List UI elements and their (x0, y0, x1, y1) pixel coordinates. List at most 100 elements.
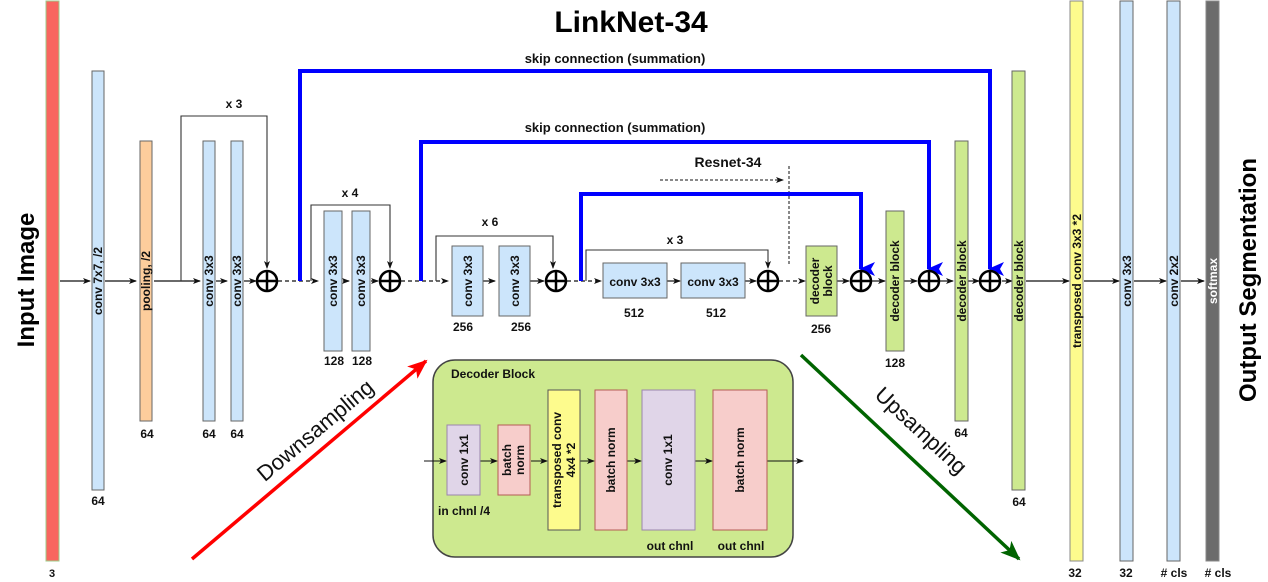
sum-node (544, 269, 568, 293)
stage4-repeat: x 3 (667, 233, 684, 247)
decoder-block-title: Decoder Block (451, 367, 535, 381)
decoder-block-4-label: decoder block (1012, 240, 1026, 322)
stage4-conv1-layer (602, 262, 668, 299)
downsampling-arrow (190, 359, 428, 561)
stage3-conv1-channels: 256 (453, 320, 473, 334)
stage1-conv1-label: conv 3x3 (202, 255, 216, 307)
detail-transposed-conv-line2: 4x4 *2 (564, 442, 578, 477)
softmax-label: softmax (1206, 258, 1220, 304)
detail-conv1x1-out-label: conv 1x1 (661, 434, 675, 486)
decoder-block-3-channels: 64 (954, 426, 968, 440)
stage2-conv2-label: conv 3x3 (354, 255, 368, 307)
residual-brackets (180, 115, 771, 281)
pooling-layer (139, 140, 153, 422)
stage4-conv2-layer (680, 262, 746, 299)
decoder-block-1 (805, 245, 838, 317)
detail-batchnorm-2 (594, 389, 628, 531)
input-image-layer (45, 0, 60, 562)
skip-connection-inner (579, 192, 875, 281)
stage3-repeat: x 6 (482, 215, 499, 229)
softmax-channels: # cls (1205, 566, 1232, 580)
detail-conv1x1-out (641, 389, 696, 531)
sum-node (917, 269, 941, 293)
stage1-conv2-channels: 64 (230, 427, 244, 441)
stage2-repeat: x 4 (342, 186, 359, 200)
decoder-block-2-label: decoder block (888, 240, 902, 322)
stage1-conv1-layer (202, 140, 216, 422)
decoder-block-1-channels: 256 (811, 322, 831, 336)
sum-node (978, 269, 1002, 293)
decoder-block-3-label: decoder block (955, 240, 969, 322)
skip-label-outer: skip connection (summation) (525, 51, 706, 66)
decoder-block-3 (954, 140, 969, 422)
stage2-conv1-label: conv 3x3 (326, 255, 340, 307)
detail-conv1x1-in-label: conv 1x1 (457, 434, 471, 486)
final-conv2x2-channels: # cls (1161, 566, 1188, 580)
detail-batchnorm-1 (497, 424, 531, 496)
decoder-block-4 (1011, 70, 1026, 491)
final-conv3x3-channels: 32 (1119, 566, 1133, 580)
detail-batchnorm-1-line2: norm (513, 445, 527, 475)
detail-batchnorm-3-note: out chnl (718, 539, 765, 553)
upsampling-arrow (799, 353, 1021, 561)
transposed-conv-label: transposed conv 3x3 *2 (1070, 214, 1084, 348)
stage1-conv2-label: conv 3x3 (230, 255, 244, 307)
stage4-conv1-channels: 512 (624, 306, 644, 320)
decoder-block-2-channels: 128 (885, 356, 905, 370)
stage3-conv1-layer (451, 245, 484, 317)
detail-transposed-conv (547, 389, 581, 531)
final-conv2x2-label: conv 2x2 (1167, 255, 1181, 307)
stage2-conv1-layer (323, 210, 343, 352)
input-image-label: Input Image (13, 213, 40, 348)
diagram-title: LinkNet-34 (554, 6, 708, 39)
detail-conv1x1-out-note: out chnl (647, 539, 694, 553)
decoder-block-1-label-line1: decoder (808, 257, 822, 304)
softmax-layer (1205, 0, 1220, 562)
detail-batchnorm-3-label: batch norm (733, 427, 747, 492)
detail-transposed-conv-line1: transposed conv (550, 412, 564, 508)
conv7x7-label: conv 7x7, /2 (91, 247, 105, 315)
stage4-conv1-label: conv 3x3 (609, 275, 661, 289)
decoder-block-2 (885, 210, 905, 352)
final-conv3x3-layer (1119, 0, 1134, 562)
stage1-conv1-channels: 64 (202, 427, 216, 441)
stage1-conv2-layer (230, 140, 244, 422)
sum-node (849, 269, 873, 293)
decoder-block-detail: Decoder Block conv 1x1 in chnl /4 batch … (424, 359, 804, 558)
skip-connection-middle (419, 140, 943, 281)
detail-conv1x1-in-note: in chnl /4 (438, 504, 490, 518)
stage3-conv2-layer (498, 245, 531, 317)
stage4-conv2-label: conv 3x3 (687, 275, 739, 289)
sum-nodes (255, 269, 1002, 293)
pooling-label: pooling, /2 (139, 251, 153, 311)
stage3-conv2-label: conv 3x3 (508, 255, 522, 307)
final-conv3x3-label: conv 3x3 (1120, 255, 1134, 307)
detail-conv1x1-in (446, 424, 481, 496)
stage4-conv2-channels: 512 (706, 306, 726, 320)
stage3-conv1-label: conv 3x3 (461, 255, 475, 307)
pooling-channels: 64 (140, 427, 154, 441)
final-conv2x2-layer (1166, 0, 1181, 562)
stage1-repeat: x 3 (226, 97, 243, 111)
stage2-conv2-channels: 128 (352, 354, 372, 368)
sum-node (378, 269, 402, 293)
decoder-block-4-channels: 64 (1012, 495, 1026, 509)
skip-connection-outer (298, 69, 1004, 281)
stage2-conv2-layer (351, 210, 371, 352)
input-channels: 3 (49, 568, 55, 580)
sum-node (255, 269, 279, 293)
stage3-conv2-channels: 256 (511, 320, 531, 334)
detail-batchnorm-1-line1: batch (500, 444, 514, 476)
sum-node (756, 269, 780, 293)
downsampling-label: Downsampling (252, 374, 379, 486)
output-segmentation-label: Output Segmentation (1235, 158, 1262, 402)
skip-label-inner: skip connection (summation) (525, 120, 706, 135)
transposed-conv-layer (1069, 0, 1084, 562)
stage2-conv1-channels: 128 (324, 354, 344, 368)
detail-batchnorm-2-label: batch norm (604, 427, 618, 492)
conv7x7-layer (91, 70, 105, 491)
detail-batchnorm-3 (712, 389, 768, 531)
conv7x7-channels: 64 (91, 494, 105, 508)
skip-connections (298, 69, 1004, 281)
